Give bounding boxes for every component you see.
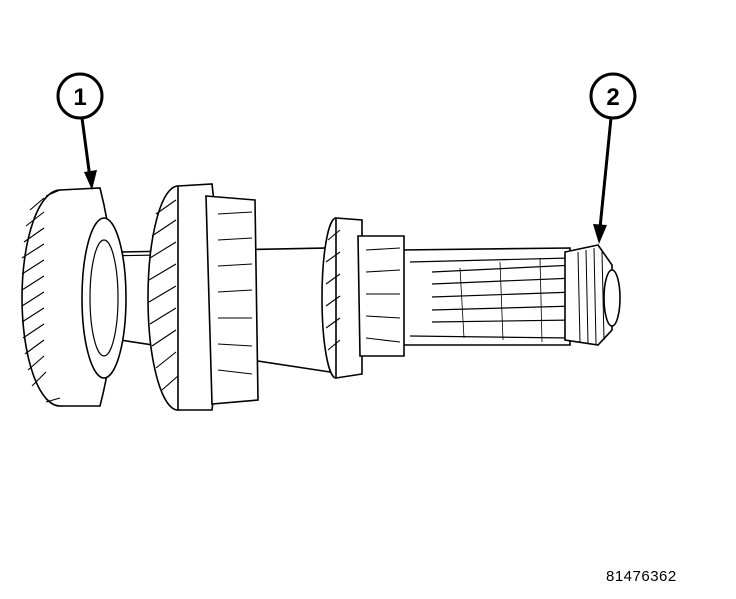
small-gear (321, 217, 405, 379)
callout-1-label: 1 (73, 84, 86, 111)
middle-gear (147, 183, 259, 411)
callout-1-arrowhead (84, 170, 97, 190)
figure-id: 81476362 (606, 568, 677, 585)
tapered-bearing (564, 244, 621, 346)
callout-1-circle (56, 72, 104, 120)
callout-1: 1 (56, 72, 104, 190)
spline-section (409, 257, 576, 343)
callout-2-circle (589, 72, 637, 120)
callout-2-arrowhead (593, 224, 607, 244)
callout-2-leader (598, 117, 613, 229)
callout-2-label: 2 (606, 84, 619, 111)
callout-1-leader (80, 117, 92, 179)
callout-2: 2 (589, 72, 637, 244)
large-helical-gear (21, 187, 127, 407)
